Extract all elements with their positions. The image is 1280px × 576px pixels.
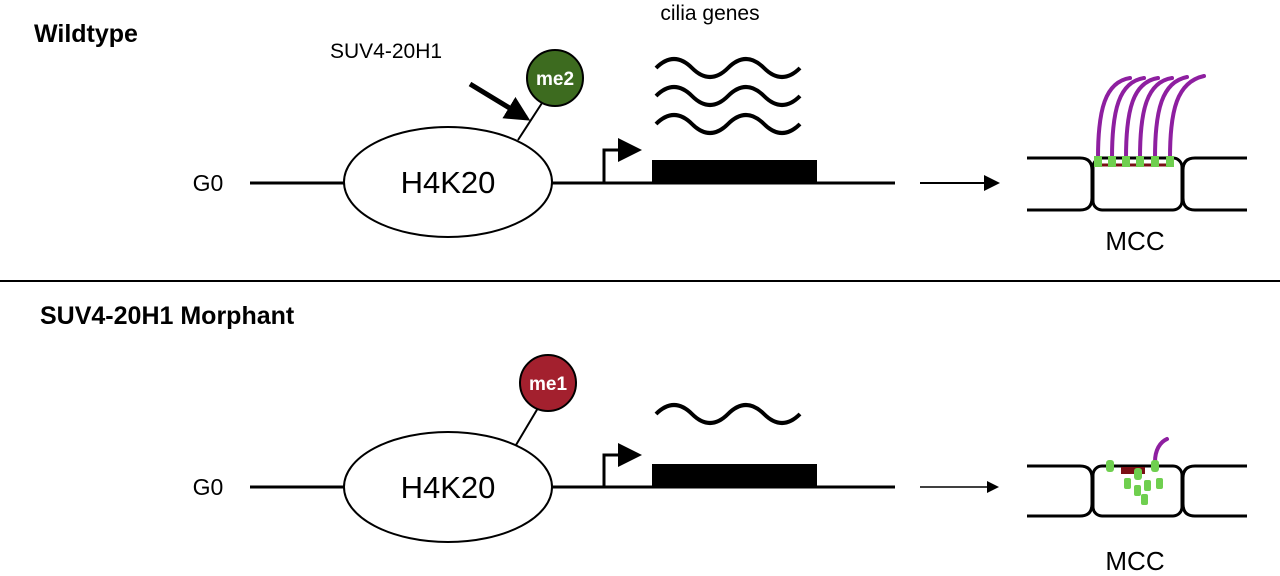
suv4-20h1-label: SUV4-20H1 <box>330 40 442 63</box>
basal-bodies <box>1094 156 1174 167</box>
me2-mark <box>526 49 584 107</box>
h4k20-label: H4K20 <box>401 470 496 505</box>
me1-mark <box>519 354 577 412</box>
cilia-genes-label: cilia genes <box>660 2 759 25</box>
g0-label: G0 <box>193 170 224 196</box>
mark-connector <box>517 102 543 141</box>
enzyme-arrow <box>468 81 531 121</box>
me1-label: me1 <box>529 374 567 395</box>
morphant-panel: SUV4-20H1 Morphant me1 G0 H4K20 <box>40 302 1247 576</box>
gene-box <box>652 160 817 183</box>
cilia <box>1096 74 1206 160</box>
me2-label: me2 <box>536 69 574 90</box>
mcc-label: MCC <box>1105 546 1164 576</box>
wildtype-panel: Wildtype cilia genes SUV4-20H1 me2 G0 H4… <box>34 2 1247 256</box>
mark-connector <box>515 407 539 446</box>
g0-label: G0 <box>193 474 224 500</box>
transcript-wave <box>654 85 802 107</box>
promoter-arrow <box>602 443 642 487</box>
promoter-arrow <box>602 138 642 183</box>
transcript-wave <box>654 57 802 79</box>
mcc-label: MCC <box>1105 226 1164 256</box>
basal-bodies <box>1106 460 1163 505</box>
morphant-title: SUV4-20H1 Morphant <box>40 302 295 330</box>
wildtype-title: Wildtype <box>34 20 138 48</box>
mcc-cell-morphant <box>1027 437 1247 518</box>
transcripts <box>654 57 802 135</box>
gene-box <box>652 464 817 487</box>
h4k20-label: H4K20 <box>401 165 496 200</box>
mcc-cell-wildtype <box>1027 74 1247 212</box>
cilium <box>1153 437 1169 464</box>
transcript-wave <box>654 403 802 425</box>
transcript-wave <box>654 113 802 135</box>
